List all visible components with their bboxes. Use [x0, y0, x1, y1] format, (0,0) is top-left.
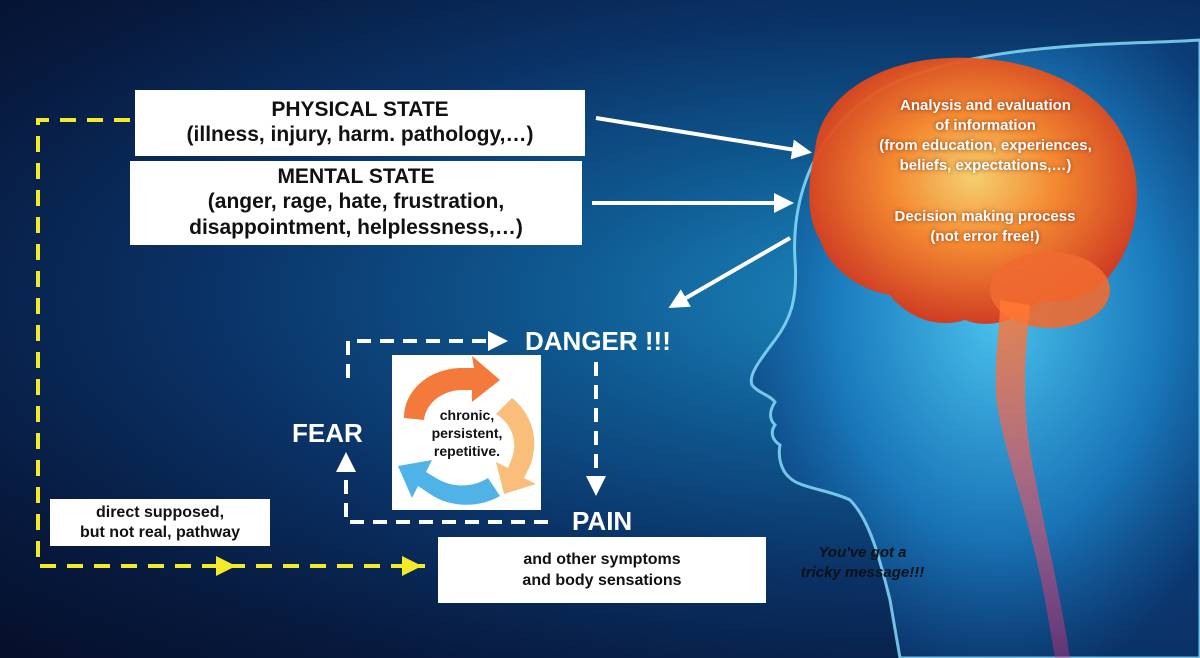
brain-decision-text: Decision making process (not error free!… [855, 207, 1115, 247]
tricky-message-text: You've got a tricky message!!! [790, 543, 935, 583]
symptoms-line-1: and other symptoms [523, 551, 681, 568]
analysis-line: (from education, experiences, [879, 137, 1092, 154]
symptoms-line-2: and body sensations [522, 572, 682, 589]
arrow-physical-to-brain [595, 116, 812, 160]
cycle-line: repetitive. [433, 443, 501, 459]
cycle-arrow-orange [404, 356, 500, 420]
mental-state-box: MENTAL STATE (anger, rage, hate, frustra… [130, 161, 582, 245]
decision-line: Decision making process [894, 208, 1076, 225]
tricky-line-2: tricky message!!! [800, 564, 925, 581]
yellow-arrowhead-2 [402, 556, 422, 576]
analysis-line: beliefs, expectations,…) [899, 157, 1072, 174]
cycle-arrow-peach [496, 398, 536, 494]
cycle-arrow-blue [398, 460, 500, 505]
yellow-arrowhead-1 [216, 556, 236, 576]
loop-fear-to-danger [346, 339, 490, 378]
danger-label: DANGER !!! [525, 326, 671, 356]
spinal-cord [995, 300, 1070, 658]
direct-pathway-line-2: but not real, pathway [79, 523, 240, 541]
arrow-brain-to-danger [668, 236, 791, 308]
symptoms-box: and other symptoms and body sensations [438, 537, 766, 603]
pain-label: PAIN [572, 506, 633, 536]
analysis-line: Analysis and evaluation [900, 97, 1071, 114]
cycle-line: persistent, [431, 425, 503, 441]
physical-state-box: PHYSICAL STATE (illness, injury, harm. p… [135, 90, 585, 156]
mental-state-detail-2: disappointment, helplessness,…) [189, 216, 523, 239]
decision-line: (not error free!) [930, 228, 1040, 245]
physical-state-title: PHYSICAL STATE [271, 98, 449, 121]
cycle-line: chronic, [439, 407, 495, 423]
tricky-line-1: You've got a [818, 544, 907, 561]
fear-label: FEAR [292, 418, 363, 448]
direct-pathway-box: direct supposed, but not real, pathway [50, 499, 270, 546]
mental-state-detail-1: (anger, rage, hate, frustration, [207, 190, 505, 213]
mental-state-title: MENTAL STATE [277, 165, 435, 188]
direct-pathway-line-1: direct supposed, [95, 503, 225, 521]
analysis-line: of information [935, 117, 1036, 134]
loop-pain-to-fear [344, 470, 548, 524]
cycle-text: chronic, persistent, repetitive. [412, 406, 522, 460]
physical-state-detail: (illness, injury, harm. pathology,…) [186, 123, 534, 146]
brain-analysis-text: Analysis and evaluation of information (… [848, 96, 1123, 176]
